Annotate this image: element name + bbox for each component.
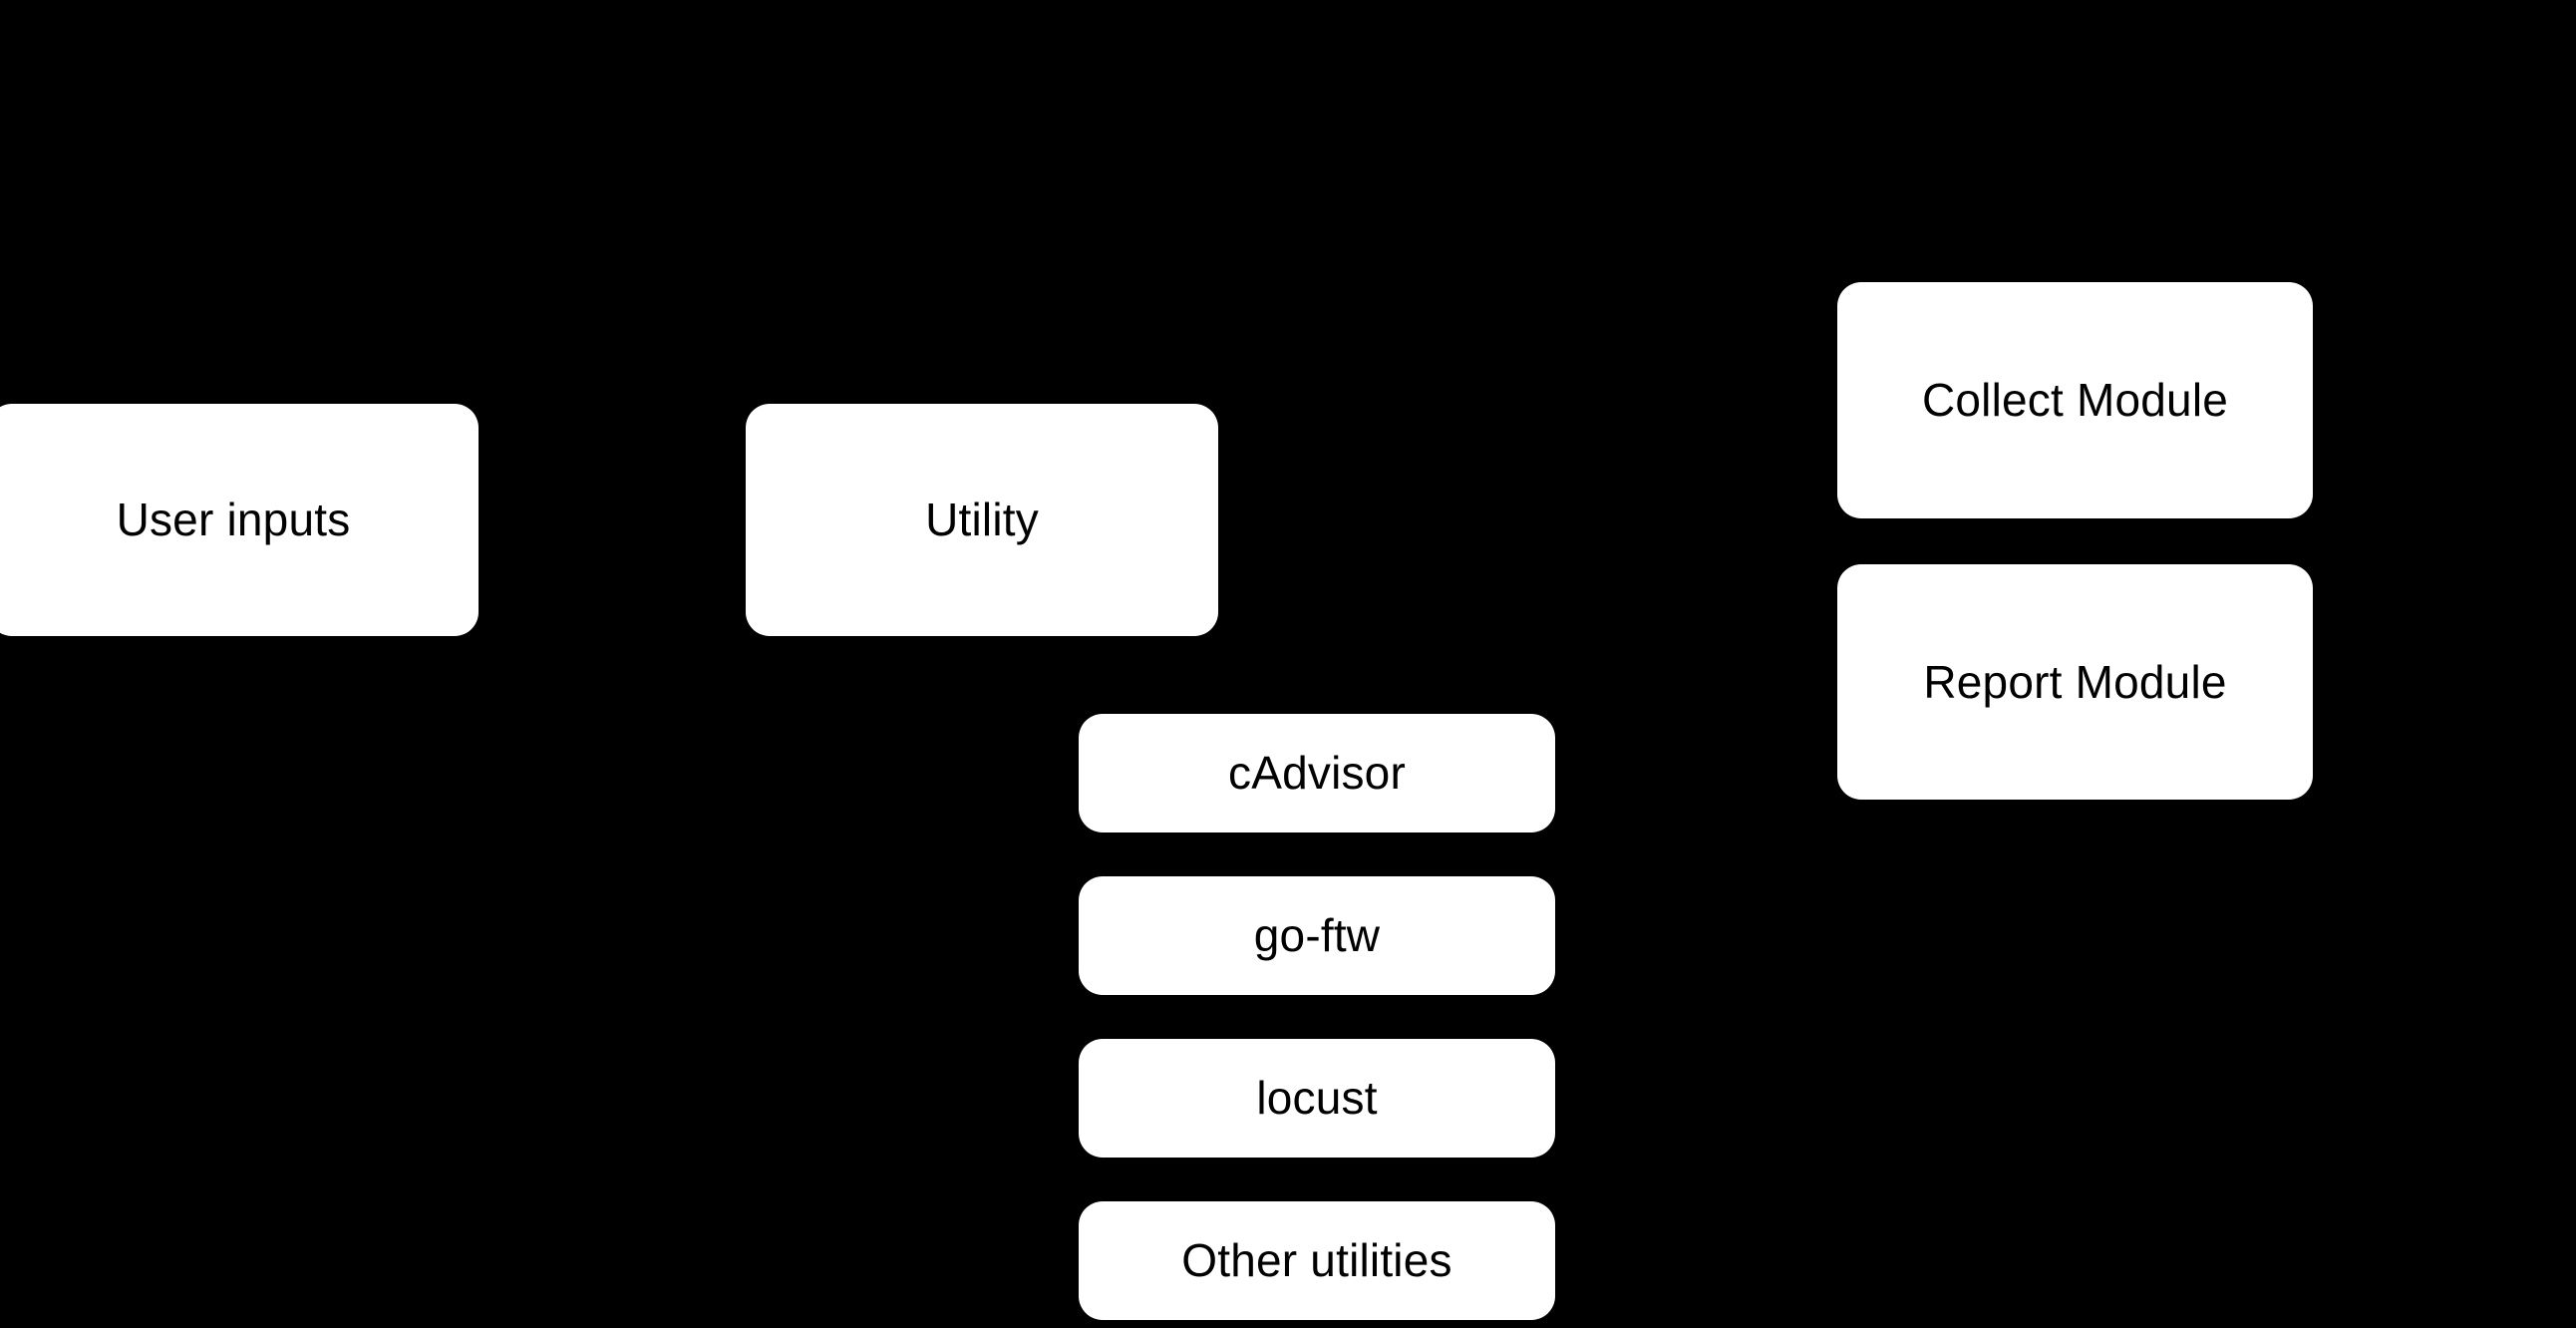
node-utility[interactable]: Utility bbox=[746, 404, 1218, 636]
node-other-utilities-label: Other utilities bbox=[1181, 1234, 1452, 1287]
node-user-inputs[interactable]: User inputs bbox=[0, 404, 479, 636]
node-collect-module-label: Collect Module bbox=[1921, 374, 2229, 427]
node-report-module-label: Report Module bbox=[1923, 655, 2227, 708]
node-user-inputs-label: User inputs bbox=[116, 494, 351, 546]
node-utility-label: Utility bbox=[925, 494, 1039, 546]
node-go-ftw-label: go-ftw bbox=[1253, 909, 1381, 962]
node-collect-module[interactable]: Collect Module bbox=[1837, 282, 2313, 518]
node-locust-label: locust bbox=[1256, 1072, 1378, 1125]
node-report-module[interactable]: Report Module bbox=[1837, 564, 2313, 800]
node-locust[interactable]: locust bbox=[1079, 1039, 1555, 1158]
node-cadvisor-label: cAdvisor bbox=[1228, 747, 1406, 800]
node-cadvisor[interactable]: cAdvisor bbox=[1079, 714, 1555, 832]
node-other-utilities[interactable]: Other utilities bbox=[1079, 1201, 1555, 1320]
node-go-ftw[interactable]: go-ftw bbox=[1079, 876, 1555, 995]
